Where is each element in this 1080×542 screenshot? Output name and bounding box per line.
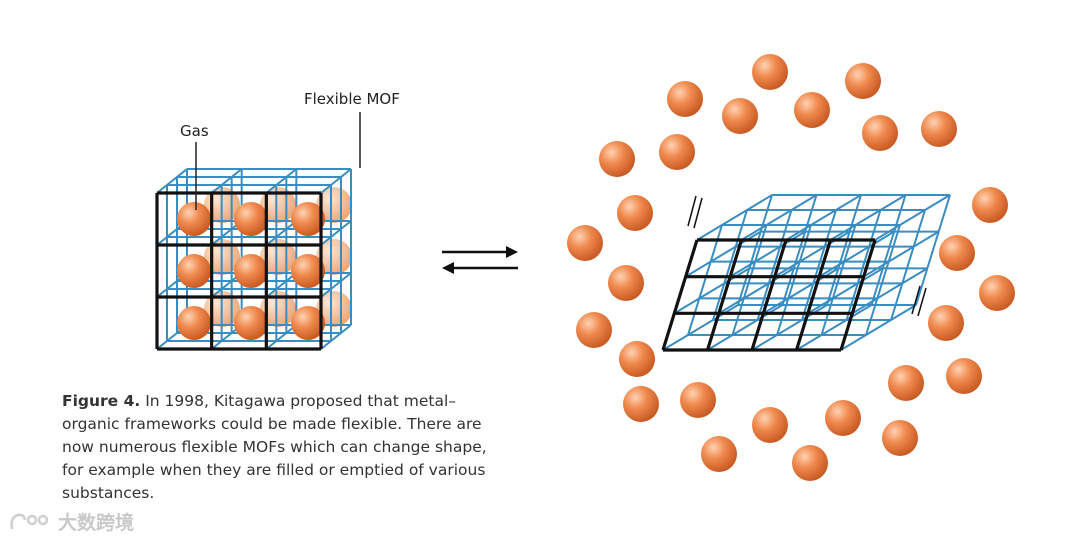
gas-molecule (939, 235, 975, 271)
back-grid-line (890, 209, 926, 321)
distorted-mof-framework (661, 194, 951, 352)
back-grid-line (781, 194, 818, 306)
depth-line (265, 168, 297, 194)
gas-molecule (928, 305, 964, 341)
back-grid-line (801, 209, 837, 321)
depth-line (795, 304, 873, 351)
gas-molecule (177, 254, 211, 288)
depth-line (320, 168, 352, 194)
gas-molecule (888, 365, 924, 401)
gas-molecule (291, 202, 325, 236)
caption-label: Figure 4. (62, 392, 141, 410)
gas-molecule (845, 63, 881, 99)
depth-line (840, 304, 917, 351)
gas-molecule (617, 195, 653, 231)
back-grid-line (731, 224, 768, 336)
gas-molecule (752, 407, 788, 443)
front-grid-line (750, 239, 788, 351)
front-grid-line (705, 239, 744, 351)
back-grid-line (820, 224, 857, 336)
back-gas-molecules (204, 187, 352, 327)
gas-molecule (567, 225, 603, 261)
watermark: 大数跨境 (8, 508, 134, 535)
back-grid-line (870, 194, 907, 306)
gas-molecule (825, 400, 861, 436)
brand-logo-icon (10, 513, 49, 529)
gas-molecule (659, 134, 695, 170)
gas-molecule (701, 436, 737, 472)
gas-molecule (177, 306, 211, 340)
gas-molecule (921, 111, 957, 147)
depth-line (818, 230, 895, 278)
depth-line (851, 267, 928, 315)
gas-molecule (972, 187, 1008, 223)
gas-molecule (946, 358, 982, 394)
gas-molecule (291, 254, 325, 288)
gas-molecule (608, 265, 644, 301)
gas-molecule (619, 341, 655, 377)
gas-molecule (177, 202, 211, 236)
back-gas-molecule (316, 291, 352, 327)
front-grid-line (661, 239, 699, 351)
back-grid-line (712, 209, 748, 321)
gas-molecules (177, 202, 325, 340)
depth-line (265, 220, 297, 246)
depth-line (320, 272, 352, 298)
depth-line (156, 168, 188, 194)
flexible-mof-label: Flexible MOF (304, 90, 400, 108)
depth-line (740, 194, 818, 241)
front-framework-grid (661, 238, 877, 352)
back-grid-line (776, 224, 812, 336)
released-gas-molecules (567, 54, 1015, 481)
equilibrium-arrows-icon (442, 246, 518, 274)
gas-molecule (623, 386, 659, 422)
front-grid-line (794, 239, 833, 351)
depth-line (320, 220, 352, 246)
back-framework-grid (662, 194, 951, 351)
depth-line (265, 324, 297, 350)
depth-line (785, 194, 862, 241)
gas-molecule (794, 92, 830, 128)
filled-mof-framework (155, 168, 352, 351)
gas-molecule (752, 54, 788, 90)
gas-molecule (722, 98, 758, 134)
front-framework-grid (155, 191, 323, 351)
gas-molecule (234, 202, 268, 236)
figure-caption: Figure 4. In 1998, Kitagawa proposed tha… (62, 390, 502, 505)
back-grid-line (826, 194, 862, 306)
gas-molecule (979, 275, 1015, 311)
gas-molecule (291, 306, 325, 340)
watermark-text: 大数跨境 (58, 512, 135, 534)
gas-label: Gas (180, 122, 209, 140)
back-grid-line (845, 209, 882, 321)
back-gas-molecule (316, 187, 352, 223)
depth-line (829, 194, 907, 241)
depth-line (211, 168, 243, 194)
back-gas-molecule (316, 239, 352, 275)
depth-line (874, 194, 951, 241)
depth-line (265, 272, 297, 298)
back-grid-line (915, 194, 951, 306)
depth-line (320, 324, 352, 350)
back-grid-line (737, 194, 773, 306)
gas-molecule (576, 312, 612, 348)
back-grid-line (687, 224, 723, 336)
depth-line (696, 194, 773, 241)
distortion-marks (687, 195, 927, 317)
gas-molecule (862, 115, 898, 151)
gas-molecule (680, 382, 716, 418)
gas-molecule (667, 81, 703, 117)
back-grid-line (865, 224, 901, 336)
gas-molecule (234, 306, 268, 340)
gas-molecule (599, 141, 635, 177)
gas-molecule (792, 445, 828, 481)
front-grid-line (839, 239, 877, 351)
caption-text: In 1998, Kitagawa proposed that metal–or… (62, 392, 487, 502)
gas-molecule (882, 420, 918, 456)
gas-molecule (234, 254, 268, 288)
depth-line (807, 267, 884, 315)
depth-line (863, 230, 940, 278)
back-grid-line (756, 209, 793, 321)
